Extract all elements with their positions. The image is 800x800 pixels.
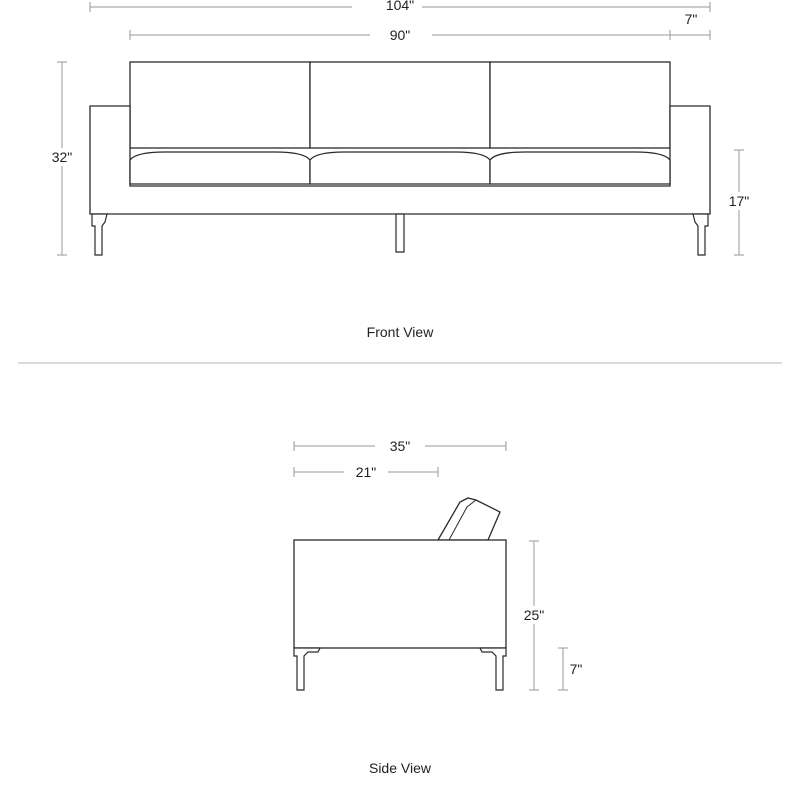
front-legs — [91, 213, 709, 256]
dimension-leg-height: 7" — [558, 647, 583, 691]
leg-center — [395, 213, 405, 253]
seat-depth-label: 21" — [356, 464, 377, 480]
seat-cushion-middle — [309, 151, 491, 185]
back-cushion-right — [489, 61, 671, 149]
dimension-overall-width: 104" — [89, 0, 711, 14]
overall-height-label: 32" — [52, 149, 73, 165]
dimension-seat-height: 17" — [718, 149, 762, 256]
arm-height-label: 25" — [524, 607, 545, 623]
seat-cushions — [129, 147, 671, 185]
arm-width-label: 7" — [685, 11, 698, 27]
side-body — [293, 539, 507, 649]
side-view: 35" 21" 25" 7" — [293, 436, 583, 776]
leg-height-label: 7" — [570, 661, 583, 677]
sofa-front-drawing — [89, 61, 711, 256]
back-cushion-side — [436, 497, 501, 541]
dimension-arm-height: 25" — [514, 540, 558, 691]
overall-width-label: 104" — [386, 0, 414, 13]
sofa-side-drawing — [293, 497, 507, 691]
seat-width-label: 90" — [390, 27, 411, 43]
back-cushion-left — [129, 61, 311, 149]
dimension-arm-width: 7" — [669, 11, 711, 40]
seat-cushion-left — [129, 151, 311, 185]
leg-left — [91, 213, 108, 256]
sofa-base-frame — [89, 105, 711, 215]
front-view-caption: Front View — [367, 324, 435, 340]
overall-depth-label: 35" — [390, 438, 411, 454]
dimension-overall-depth: 35" — [293, 436, 507, 454]
dimension-seat-depth: 21" — [293, 462, 439, 480]
dimension-seat-width: 90" — [129, 25, 670, 43]
back-cushion-middle — [309, 61, 491, 149]
side-leg-front — [293, 647, 321, 691]
front-view: 104" 7" 90" 32" — [40, 0, 762, 340]
side-view-caption: Side View — [369, 760, 432, 776]
dimension-overall-height: 32" — [40, 61, 84, 256]
seat-cushion-right — [489, 151, 671, 185]
leg-right — [692, 213, 709, 256]
side-leg-back — [479, 647, 507, 691]
seat-height-label: 17" — [729, 193, 750, 209]
